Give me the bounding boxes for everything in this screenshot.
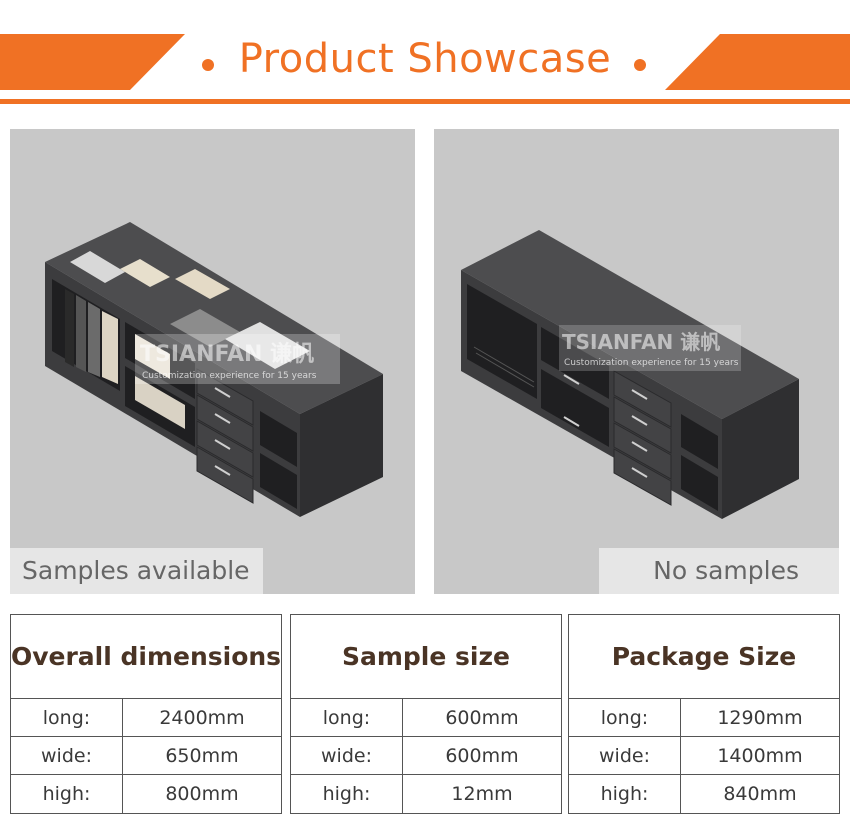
row-label: wide:	[291, 737, 403, 774]
page-title: Product Showcase	[238, 36, 612, 82]
table-row: high: 800mm	[11, 775, 281, 813]
table-row: wide: 650mm	[11, 737, 281, 775]
watermark-brand: TSIANFAN 谦帆	[140, 341, 314, 367]
table-row: long: 1290mm	[569, 699, 839, 737]
table-row: long: 2400mm	[11, 699, 281, 737]
watermark-tagline: Customization experience for 15 years	[564, 358, 739, 368]
table-row: long: 600mm	[291, 699, 561, 737]
table-title: Sample size	[291, 615, 561, 699]
table-row: high: 12mm	[291, 775, 561, 813]
drawers	[613, 370, 672, 506]
bullet-right-icon	[634, 59, 646, 71]
middle-shelf-upper	[541, 327, 609, 399]
row-value: 2400mm	[159, 707, 245, 729]
table-row: high: 840mm	[569, 775, 839, 813]
row-value: 1400mm	[717, 745, 803, 767]
caption-no-samples: No samples	[599, 548, 839, 594]
cabinet-side	[722, 379, 799, 519]
row-label: high:	[569, 775, 681, 813]
right-cubby-lower	[260, 453, 297, 509]
sample-slabs-left	[65, 289, 118, 384]
caption-samples-available: Samples available	[10, 548, 263, 594]
table-row: wide: 1400mm	[569, 737, 839, 775]
watermark-box	[135, 334, 340, 384]
product-image-no-samples: TSIANFAN 谦帆 Customization experience for…	[434, 129, 839, 594]
product-image-with-samples: TSIANFAN 谦帆 Customization experience for…	[10, 129, 415, 594]
cabinet-with-samples-illustration: TSIANFAN 谦帆 Customization experience for…	[45, 222, 383, 517]
cabinet-side	[300, 374, 383, 517]
middle-shelf-lower	[541, 369, 609, 447]
row-value: 12mm	[451, 783, 513, 805]
row-label: long:	[569, 699, 681, 736]
watermark-box	[559, 325, 741, 371]
table-row: wide: 600mm	[291, 737, 561, 775]
top-samples	[70, 251, 310, 369]
row-value: 600mm	[445, 707, 519, 729]
cabinet-top	[461, 230, 799, 419]
left-compartment	[467, 284, 537, 399]
row-label: wide:	[11, 737, 123, 774]
bullet-left-icon	[202, 59, 214, 71]
sample-slab-upper	[135, 334, 170, 379]
row-value: 650mm	[165, 745, 239, 767]
row-label: long:	[11, 699, 123, 736]
right-cubby-upper	[681, 414, 718, 469]
row-label: long:	[291, 699, 403, 736]
sample-slab-lower	[135, 376, 185, 429]
drawers	[196, 368, 254, 504]
right-cubby-lower	[681, 455, 718, 511]
drawer-handles	[563, 374, 648, 478]
table-title: Overall dimensions	[11, 615, 281, 699]
package-size-table: Package Size long: 1290mm wide: 1400mm h…	[568, 614, 840, 814]
header-divider	[0, 99, 850, 104]
banner-left-stripe	[0, 34, 185, 90]
table-title: Package Size	[569, 615, 839, 699]
sample-size-table: Sample size long: 600mm wide: 600mm high…	[290, 614, 562, 814]
right-cubby-upper	[260, 411, 297, 467]
header-banner: Product Showcase	[0, 28, 850, 90]
overall-dimensions-table: Overall dimensions long: 2400mm wide: 65…	[10, 614, 282, 814]
row-value: 600mm	[445, 745, 519, 767]
watermark-tagline: Customization experience for 15 years	[142, 371, 317, 381]
row-value: 1290mm	[717, 707, 803, 729]
banner-shapes	[0, 34, 850, 90]
row-value: 800mm	[165, 783, 239, 805]
slot-rack	[473, 346, 535, 388]
banner-right-stripe	[665, 34, 850, 90]
drawer-handles	[214, 387, 231, 476]
watermark-brand: TSIANFAN 谦帆	[562, 330, 720, 354]
row-label: wide:	[569, 737, 681, 774]
row-value: 840mm	[723, 783, 797, 805]
row-label: high:	[11, 775, 123, 813]
cabinet-no-samples-illustration: TSIANFAN 谦帆 Customization experience for…	[461, 230, 799, 519]
row-label: high:	[291, 775, 403, 813]
